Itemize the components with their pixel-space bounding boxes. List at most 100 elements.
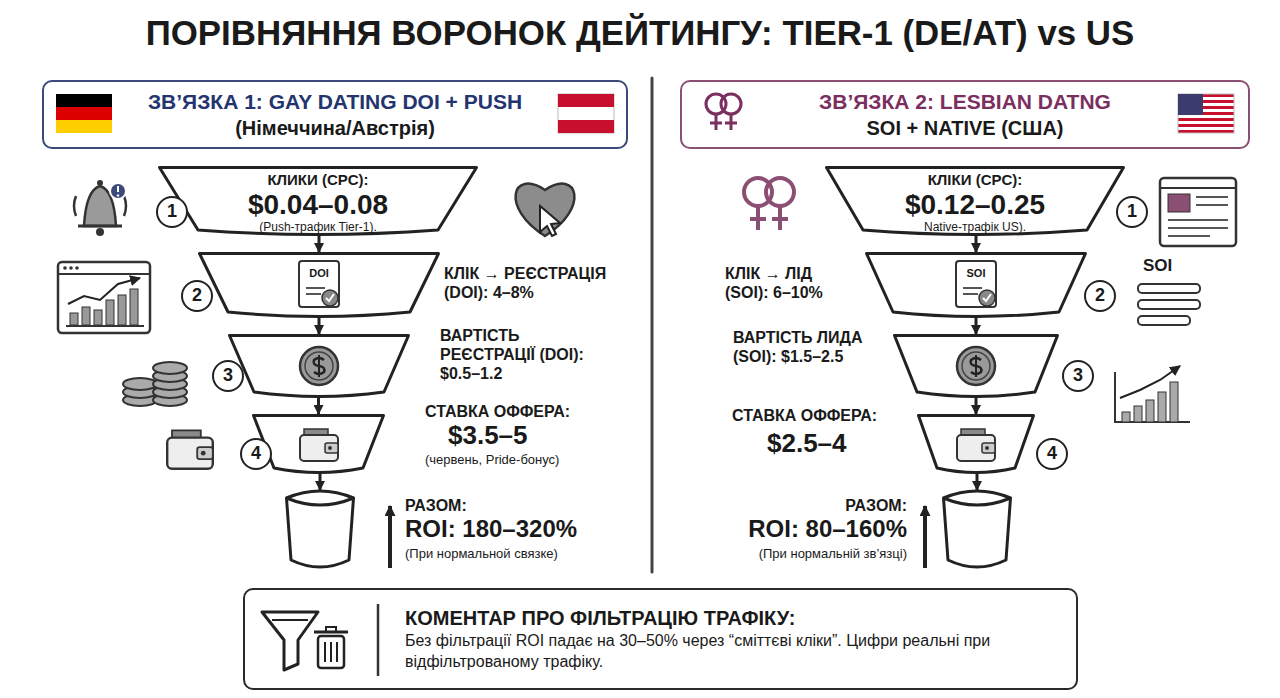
- node-heading: 1: [1127, 201, 1137, 223]
- node-heading: СТАВКА ОФФЕРА:: [425, 402, 635, 421]
- flag-austria-part: [558, 94, 614, 107]
- node-heading: РАЗОМ:: [702, 496, 907, 515]
- heart-cursor-icon-part: [540, 206, 560, 236]
- flag-austria-part: [558, 120, 614, 133]
- icon-label: SOI: [1143, 256, 1172, 276]
- step-number: 2: [1084, 280, 1116, 312]
- document-window-icon-part: [1196, 204, 1228, 206]
- filter-trash-icon-part: [330, 642, 332, 662]
- node-text: КЛІК → РЕЄСТРАЦІЯ (DOI): 4–8%: [444, 264, 644, 302]
- coin-stack-icon-part: [153, 362, 187, 374]
- funnel-outline: [198, 252, 440, 318]
- document-window-icon: [1160, 178, 1236, 246]
- bell-icon-part: [110, 183, 126, 199]
- flow-arrow: [318, 234, 321, 252]
- node-heading: 4: [1047, 443, 1057, 465]
- step-number: 3: [212, 360, 244, 392]
- node-heading: 4: [251, 443, 261, 465]
- step-number: 1: [156, 196, 188, 228]
- filter-trash-icon-part: [324, 642, 326, 662]
- funnel-stage: КЛІКИ (CPC):$0.12–0.25Native-трафік US).: [825, 166, 1125, 236]
- outline-path: [254, 416, 384, 473]
- form-lines-icon: [1138, 284, 1200, 325]
- filter-trash-icon-part: [272, 619, 308, 621]
- node-text: (Німеччина/Австрія): [235, 115, 435, 141]
- outline-path: [895, 336, 1058, 397]
- node-text: SOI + NATIVE (США): [867, 115, 1064, 141]
- document-window-icon-part: [1160, 187, 1236, 189]
- bell-icon-part: [78, 225, 122, 228]
- venus-symbol-small-part: [725, 122, 737, 125]
- funnel-outline: [252, 414, 385, 474]
- node-heading: ВАРТІСТЬ ЛИДА (SOI): $1.5–2.5: [733, 328, 885, 366]
- chart-window-icon-part: [106, 300, 114, 325]
- funnel-icons-part: [300, 429, 338, 461]
- node-text: Native-трафік US).: [825, 220, 1125, 234]
- bell-icon: [74, 180, 126, 236]
- node-text: (Push-трафик Tier-1).: [158, 220, 478, 234]
- flag-austria-part: [558, 94, 614, 133]
- funnel-stage: DOIКЛІК → РЕЄСТРАЦІЯ (DOI): 4–8%: [198, 252, 440, 318]
- node-text: $2.5–4: [767, 428, 847, 459]
- venus-symbol-large-part: [766, 178, 794, 206]
- divider-line: [652, 78, 653, 572]
- funnel-icons-part: [300, 347, 338, 385]
- funnel-outline: [228, 334, 410, 398]
- bell-icon-part: [74, 196, 76, 216]
- flow-arrow: [317, 396, 320, 414]
- coin-stack-icon: [123, 362, 187, 406]
- chart-window-icon-part: [75, 266, 79, 270]
- filter-trash-icon-part: [262, 612, 318, 670]
- filter-trash-icon-part: [336, 642, 338, 662]
- separator-line: [378, 604, 379, 676]
- bar-chart-icon-part: [1120, 366, 1180, 398]
- node-text: $0.04–0.08: [158, 188, 478, 222]
- wallet-side-icon-part: [167, 430, 213, 468]
- bucket-outline: [285, 490, 355, 570]
- node-heading: КЛІКИ (CPC):: [825, 171, 1125, 189]
- chart-window-icon-part: [82, 307, 90, 325]
- venus-symbol-small-part: [721, 94, 741, 114]
- up-arrow-part: [388, 506, 392, 568]
- outline-path: [919, 416, 1034, 473]
- node-heading: РАЗОМ:: [405, 496, 467, 515]
- node-heading: 2: [1095, 285, 1105, 307]
- outline-path: [867, 254, 1086, 317]
- node-text: ROI: 80–160%: [702, 515, 907, 544]
- flow-arrow: [975, 396, 978, 414]
- chart-window-icon-part: [118, 295, 126, 325]
- node-heading: 3: [1073, 365, 1083, 387]
- node-heading: ЗВ’ЯЗКА 2: LESBIAN DATNG: [819, 88, 1111, 115]
- funnel-stage: SOIКЛІК → ЛІД (SOI): 6–10%: [865, 252, 1087, 318]
- panel-box: ЗВ’ЯЗКА 2: LESBIAN DATNGSOI + NATIVE (СШ…: [680, 80, 1250, 149]
- flow-arrow: [975, 234, 978, 252]
- venus-symbol-large: [744, 178, 794, 230]
- flag-germany-part: [56, 94, 112, 107]
- step-number: 3: [1062, 360, 1094, 392]
- step-number: 4: [1036, 438, 1068, 470]
- result-bucket: РАЗОМ:ROI: 180–320%(При нормальной связк…: [285, 490, 355, 570]
- panel-box: ЗВ’ЯЗКА 1: GAY DATING DOI + PUSH(Німеччи…: [42, 80, 628, 149]
- document-window-icon-part: [1168, 219, 1228, 221]
- bucket-outline: [942, 490, 1012, 570]
- bar-chart-icon-part: [1134, 406, 1142, 422]
- funnel-stage: ВАРТІСТЬ ЛИДА (SOI): $1.5–2.5: [893, 334, 1059, 398]
- node-text: (червень, Pride-бонус): [425, 452, 645, 468]
- filter-trash-icon-part: [318, 636, 344, 668]
- node-heading: 1: [167, 201, 177, 223]
- flag-austria: [558, 94, 614, 133]
- funnel-icons-part: [957, 429, 995, 461]
- node-heading: DOI: [299, 267, 339, 280]
- chart-window-icon-part: [70, 313, 78, 325]
- funnel-icons-part: [299, 261, 339, 307]
- chart-window-icon-part: [94, 310, 102, 325]
- bell-icon-part: [117, 194, 119, 196]
- outline-path: [287, 491, 354, 567]
- flow-arrow: [318, 316, 321, 334]
- node-heading: 3: [223, 365, 233, 387]
- funnel-icons-part: [956, 261, 996, 307]
- chart-window-icon-part: [130, 289, 138, 325]
- wallet-side-icon: [167, 430, 213, 468]
- flow-arrow: [976, 472, 979, 490]
